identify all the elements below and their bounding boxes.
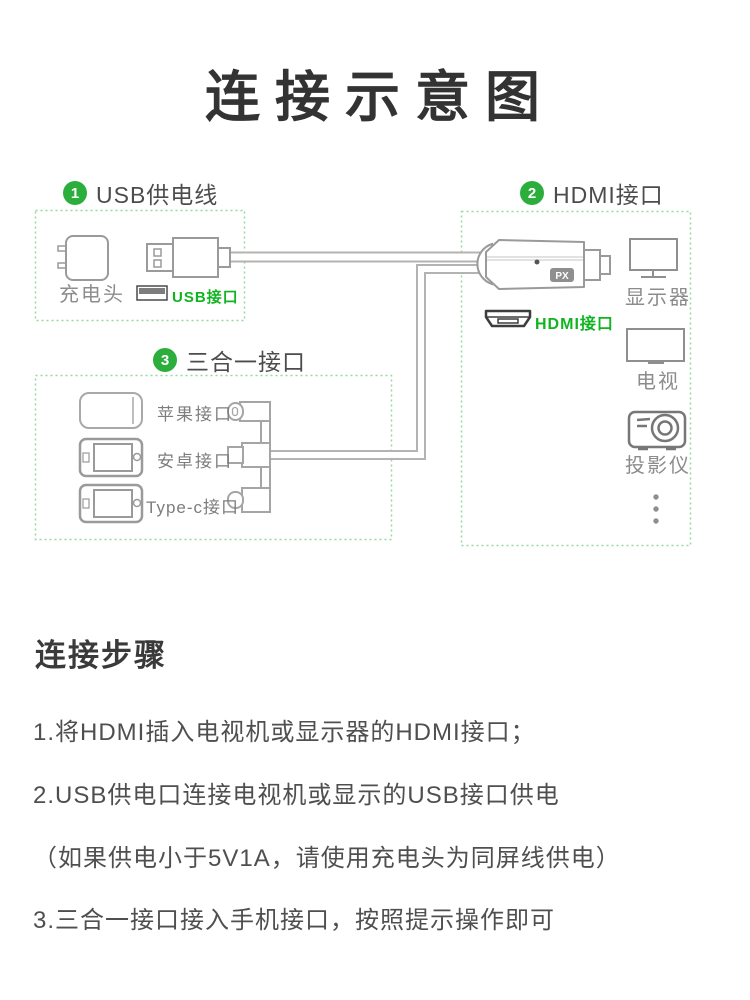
section-hdmi-header: 2 HDMI接口 (520, 176, 664, 210)
step-line-2-note: （如果供电小于5V1A，请使用充电头为同屏线供电） (33, 845, 621, 872)
usb-port-label: USB接口 (172, 289, 239, 306)
android-phone-icon (78, 437, 144, 478)
section-title-three-in-one: 三合一接口 (186, 349, 306, 375)
apple-port-label: 苹果接口 (157, 405, 233, 424)
android-port-label: 安卓接口 (157, 452, 233, 471)
type-c-port-label: Type-c接口 (146, 498, 240, 517)
steps-heading: 连接步骤 (35, 638, 167, 673)
type-c-phone-icon (78, 483, 144, 524)
step-line-3: 3.三合一接口接入手机接口，按照提示操作即可 (33, 907, 556, 934)
step-line-2: 2.USB供电口连接电视机或显示的USB接口供电 (33, 782, 560, 809)
charger-label: 充电头 (59, 284, 125, 306)
iphone-icon (79, 392, 143, 429)
charger-icon (57, 235, 109, 281)
monitor-label: 显示器 (625, 287, 691, 309)
section-usb-power-header: 1 USB供电线 (63, 176, 218, 210)
step-line-1: 1.将HDMI插入电视机或显示器的HDMI接口； (33, 719, 536, 746)
hdmi-port-label: HDMI接口 (535, 316, 614, 333)
projector-icon (627, 410, 687, 451)
section-title-usb-power: USB供电线 (96, 182, 219, 208)
more-devices-ellipsis-icon (653, 494, 659, 524)
tv-icon (626, 328, 685, 364)
projector-label: 投影仪 (625, 455, 691, 477)
section-three-in-one-header: 3 三合一接口 (153, 343, 306, 377)
usb-port-icon (136, 285, 168, 301)
usb-plug-icon (146, 237, 231, 278)
monitor-icon (629, 238, 678, 278)
hdmi-adapter-icon: PX (476, 239, 611, 290)
section-title-hdmi: HDMI接口 (553, 182, 664, 208)
section-number-badge-3: 3 (153, 348, 177, 372)
page-title: 连接示意图 (204, 66, 555, 128)
section-number-badge-2: 2 (520, 181, 544, 205)
section-number-badge-1: 1 (63, 181, 87, 205)
hdmi-port-icon (484, 309, 532, 328)
adapter-badge-text: PX (555, 271, 569, 282)
tv-label: 电视 (636, 371, 680, 393)
